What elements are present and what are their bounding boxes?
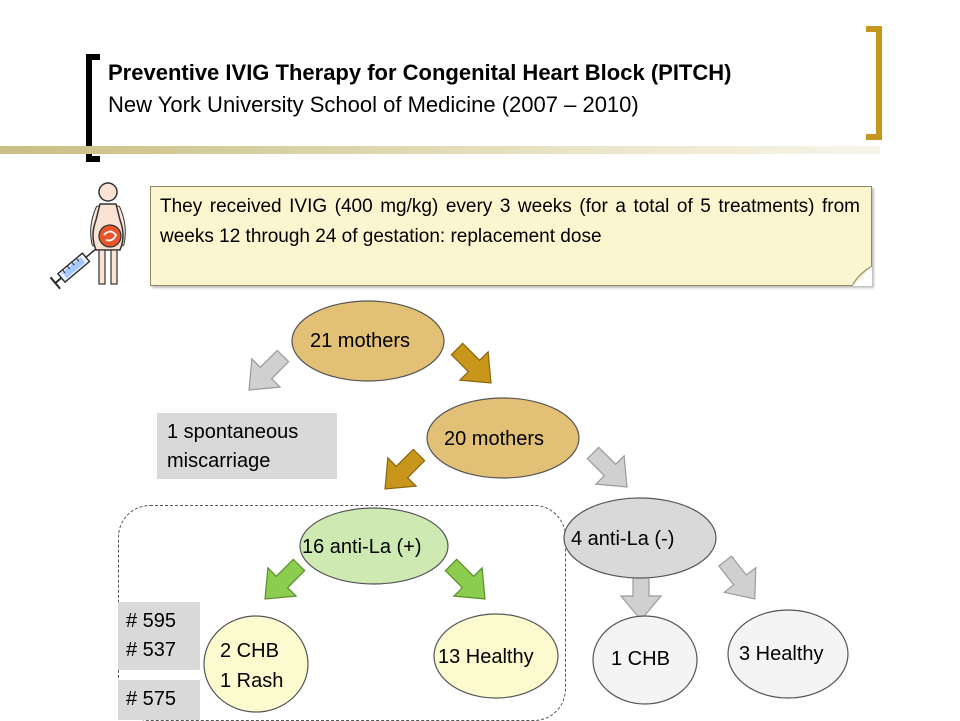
pregnant-woman-syringe-icon <box>49 182 126 290</box>
miscarriage-line2: miscarriage <box>167 450 271 472</box>
node-chb-rash <box>203 615 309 713</box>
arrow-to-1-chb <box>620 571 662 621</box>
right-bracket <box>866 26 882 140</box>
label-1-rash: 1 Rash <box>220 670 284 692</box>
treatment-note-box <box>150 186 872 286</box>
case-id-595: # 595 <box>126 610 177 632</box>
label-13-healthy: 13 Healthy <box>438 646 534 668</box>
treatment-note-text: They received IVIG (400 mg/kg) every 3 w… <box>160 196 860 247</box>
miscarriage-line1: 1 spontaneous <box>167 421 299 443</box>
case-id-box: # 595 # 537 <box>118 602 200 670</box>
node-13-healthy <box>433 613 559 699</box>
arrow-to-chb-rash <box>250 550 314 614</box>
arrow-to-20-mothers <box>442 334 506 398</box>
label-21-mothers: 21 mothers <box>310 330 411 352</box>
label-3-healthy: 3 Healthy <box>739 643 824 665</box>
node-20-mothers <box>426 397 580 479</box>
label-anti-la-negative: 4 anti-La (-) <box>571 528 675 550</box>
note-folded-corner <box>852 266 872 286</box>
case-id-575: # 575 <box>126 688 177 710</box>
label-1-chb: 1 CHB <box>611 648 670 670</box>
miscarriage-box: 1 spontaneous miscarriage <box>157 413 337 479</box>
label-20-mothers: 20 mothers <box>444 428 545 450</box>
node-anti-la-negative <box>563 497 717 579</box>
arrow-to-anti-la-positive <box>370 440 434 504</box>
case-id-box-2: # 575 <box>118 680 200 720</box>
arrow-to-3-healthy <box>708 548 772 612</box>
arrow-to-13-healthy <box>436 550 500 614</box>
page-title: Preventive IVIG Therapy for Congenital H… <box>108 60 732 85</box>
case-id-537: # 537 <box>126 639 177 661</box>
left-bracket <box>86 54 100 162</box>
label-2-chb: 2 CHB <box>220 640 279 662</box>
page-subtitle: New York University School of Medicine (… <box>108 92 639 117</box>
arrow-to-miscarriage <box>234 341 298 405</box>
arrow-to-anti-la-negative <box>578 438 642 502</box>
node-3-healthy <box>727 609 849 699</box>
node-21-mothers <box>291 300 445 382</box>
node-anti-la-positive <box>299 507 449 585</box>
label-anti-la-positive: 16 anti-La (+) <box>302 536 422 558</box>
node-1-chb <box>592 615 698 705</box>
header-rule <box>0 146 880 154</box>
